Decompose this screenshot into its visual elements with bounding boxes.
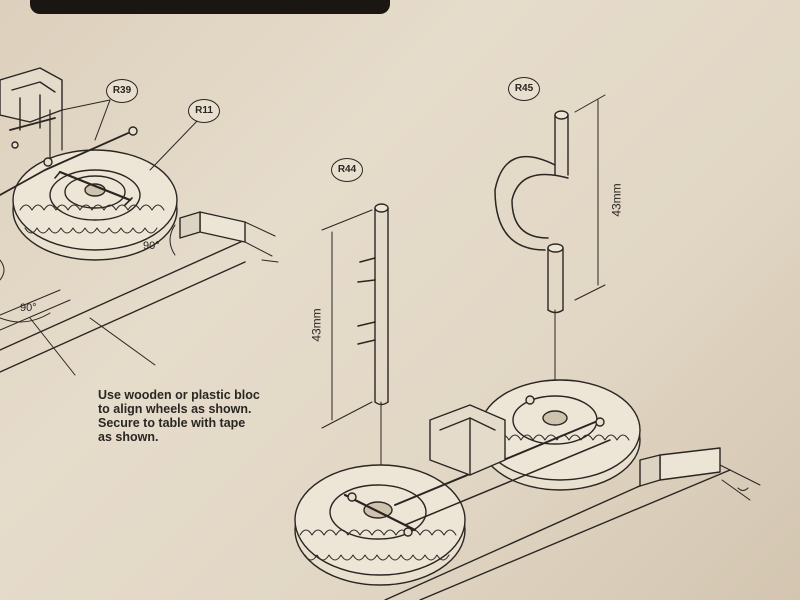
r39-leader <box>61 99 111 141</box>
angle-label-2: 90° <box>20 302 37 314</box>
rod-r44 <box>357 203 389 501</box>
r45-dimension-lines <box>574 94 606 301</box>
r44-dimension-lines <box>321 209 373 429</box>
dimension-label-r45: 43mm <box>609 183 624 217</box>
instruction-line: Use wooden or plastic bloc <box>98 388 260 402</box>
part-label-r39: R39 <box>106 79 138 103</box>
dimension-label-r44: 43mm <box>309 308 324 342</box>
wheel-r11 <box>12 149 178 261</box>
wheel-front-right <box>294 464 466 586</box>
instruction-text: Use wooden or plastic bloc to align whee… <box>98 388 298 444</box>
alignment-bloc-left <box>0 211 279 376</box>
alignment-bloc-right <box>384 447 761 600</box>
instruction-line: as shown. <box>98 430 159 444</box>
instruction-line: Secure to table with tape <box>98 416 246 430</box>
steering-linkage-right <box>343 395 611 537</box>
angle-arc-2 <box>0 312 51 323</box>
device-edge-shadow <box>30 0 390 14</box>
part-label-r11: R11 <box>188 99 220 123</box>
part-label-r45: R45 <box>508 77 540 101</box>
wheel-rear-right <box>479 379 641 491</box>
angle-label-1: 90° <box>143 240 160 252</box>
faded-background-print <box>440 285 450 332</box>
angle-arc-1 <box>169 224 176 256</box>
r11-leader <box>149 117 201 171</box>
instruction-line: to align wheels as shown. <box>98 402 252 416</box>
part-r45 <box>494 110 569 421</box>
part-label-r44: R44 <box>331 158 363 182</box>
